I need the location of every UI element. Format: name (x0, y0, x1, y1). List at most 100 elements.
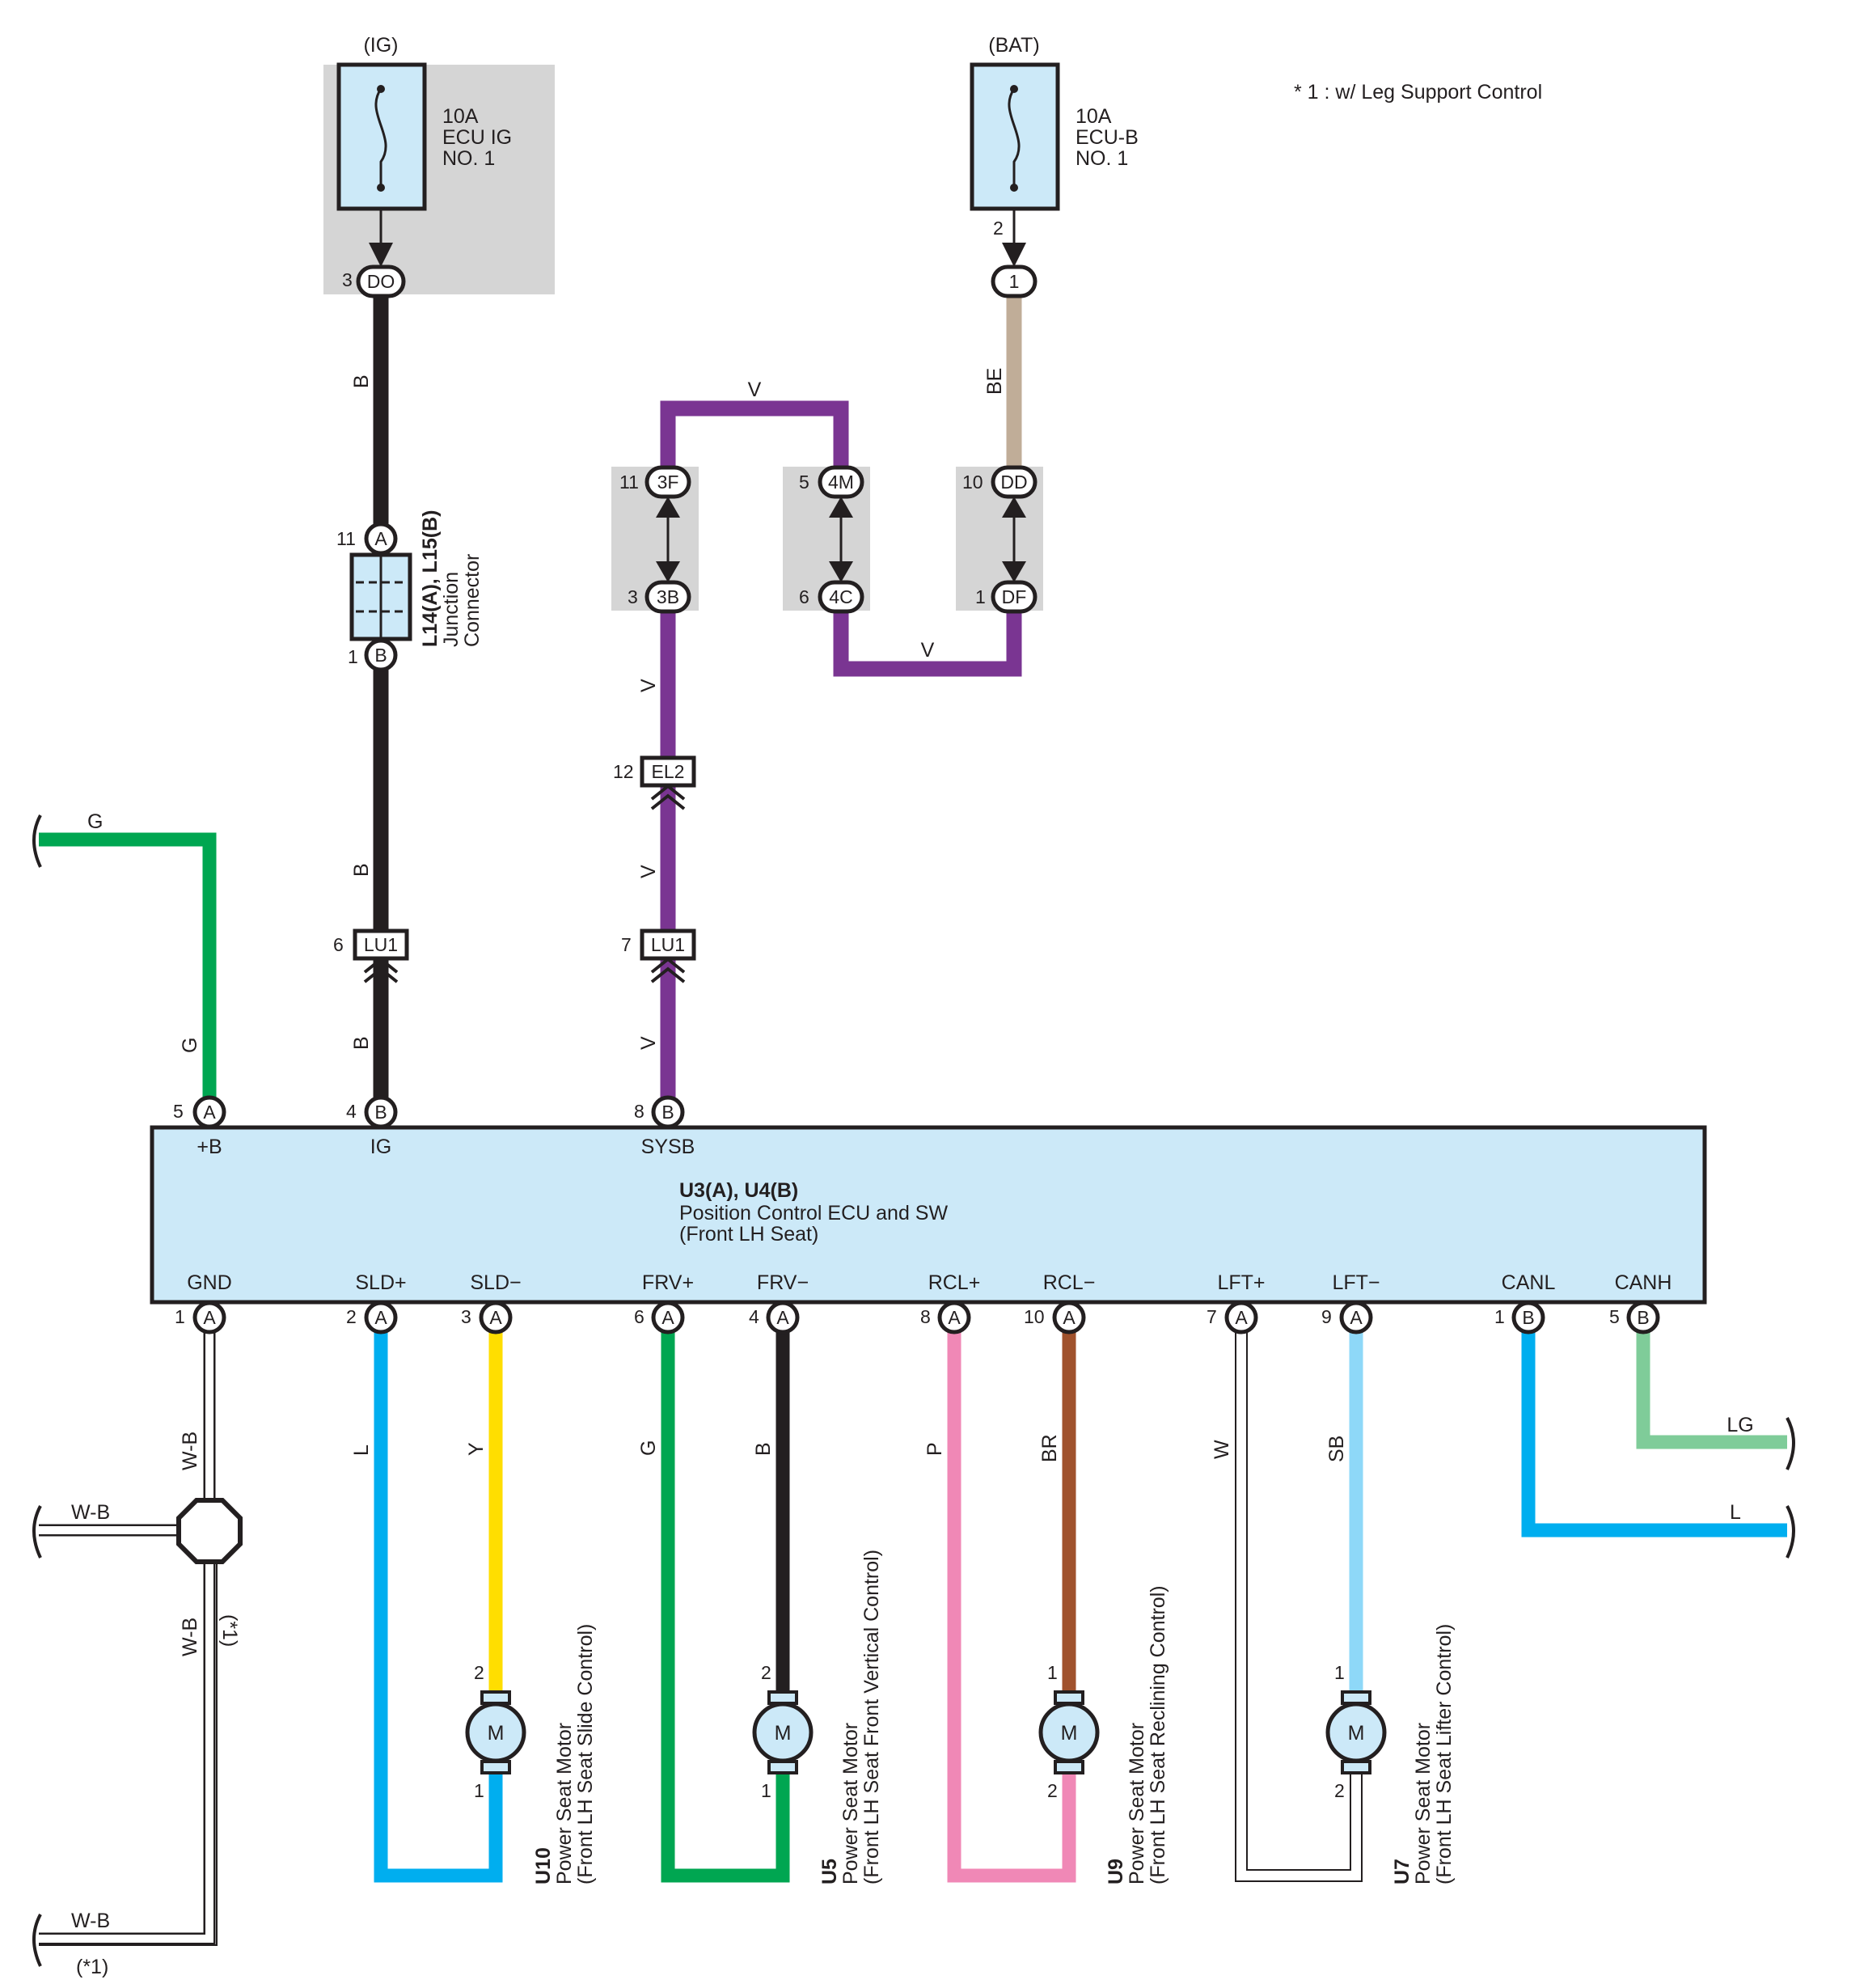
wire-label-sysb-2: V (637, 865, 660, 878)
break-l (1786, 1505, 1795, 1559)
fuse-ig-power: (IG) (363, 34, 398, 57)
wire-labels: B B B BE V V V V V G G L Y G B P BR W SB… (71, 368, 1754, 1978)
fuse-bat-rating: 10A (1076, 105, 1112, 128)
motor-name-2: (Front LH Seat Lifter Control) (1433, 1624, 1456, 1884)
pair-top-pin: 5 (799, 472, 809, 493)
inline-label: LU1 (651, 934, 685, 955)
pair-arrow-up (656, 497, 680, 518)
wire-label-ig-mid: B (350, 863, 373, 877)
wire-label-sld-p: L (350, 1444, 373, 1456)
wire-v-top-loop (660, 400, 849, 478)
motor-cap-top (480, 1690, 511, 1705)
motor-code: U7 (1391, 1859, 1414, 1884)
wire-sld (374, 1318, 503, 1883)
pin-name: FRV+ (642, 1271, 694, 1294)
pin-name: IG (370, 1136, 391, 1158)
wire-label-ig-top: B (350, 374, 373, 388)
pin-terminal (364, 1301, 398, 1334)
pair-top-label: DD (1000, 472, 1027, 493)
motor-code: U9 (1105, 1859, 1127, 1884)
ecu-bottom-pin-frv-plus: FRV+ 6 A (634, 1271, 694, 1334)
pin-number: 4 (749, 1306, 759, 1327)
motor-name-2: (Front LH Seat Front Vertical Control) (860, 1550, 883, 1884)
pin-name: RCL− (1043, 1271, 1096, 1294)
fuse-bat-pin: 2 (993, 218, 1004, 239)
motor-pin-top: 1 (1334, 1662, 1345, 1683)
pin-terminal (364, 1095, 398, 1129)
motor-cap-top (1054, 1690, 1084, 1705)
pin-name: GND (187, 1271, 232, 1294)
pin-number: 8 (634, 1101, 645, 1122)
ecu-u3-u4: U3(A), U4(B) Position Control ECU and SW… (150, 1095, 1707, 1334)
ecu-bottom-pin-lft-minus: LFT− 9 A (1321, 1271, 1380, 1334)
inline-pin: 7 (621, 934, 632, 955)
inline-label: LU1 (364, 934, 398, 955)
pair-bot-pin: 6 (799, 586, 809, 607)
pin-number: 8 (920, 1306, 931, 1327)
motor-symbol: M (1061, 1722, 1078, 1745)
legend-note: * 1 : w/ Leg Support Control (1294, 81, 1542, 104)
pair-bot-connector (991, 580, 1038, 614)
fuse-ig-num: NO. 1 (442, 147, 495, 170)
pair-top-pin: 11 (619, 472, 639, 493)
pin-terminal (1626, 1301, 1660, 1334)
break-wb-mid (32, 1505, 42, 1559)
pair-arrow-up (829, 497, 853, 518)
motor-u10: 2 M 1 U10 Power Seat Motor (Front LH Sea… (465, 1624, 597, 1884)
ecu-top-pin-plus-b: 5 A +B (173, 1095, 226, 1158)
wire-label-lft-p: W (1211, 1440, 1233, 1459)
inline-label: EL2 (652, 761, 685, 782)
motor-symbol: M (775, 1722, 792, 1745)
pin-terminal (479, 1301, 513, 1334)
pin-name: FRV− (757, 1271, 809, 1294)
wire-label-canl: L (1730, 1501, 1741, 1524)
fuse-bat-connector (991, 264, 1038, 298)
junction-top-pin: 11 (336, 528, 356, 549)
wire-label-sysb-3: V (637, 1036, 660, 1050)
pair-bot-label: DF (1002, 586, 1027, 607)
wire-label-frv-m: B (752, 1442, 775, 1456)
pair-arrow-up (1002, 497, 1026, 518)
pin-name: LFT− (1332, 1271, 1380, 1294)
pin-conn: A (1063, 1307, 1076, 1328)
wire-label-gnd-2: W-B (71, 1501, 110, 1524)
pin-number: 7 (1207, 1306, 1217, 1327)
ecu-top-pin-sysb: 8 B SYSB (634, 1095, 695, 1158)
pin-conn: B (661, 1102, 674, 1123)
motor-pin-bot: 1 (474, 1780, 484, 1801)
motor-symbol: M (1348, 1722, 1365, 1745)
pin-name: LFT+ (1217, 1271, 1265, 1294)
wire-opt-thin (39, 1533, 218, 1946)
fuse-ig-connector-label: DO (367, 271, 395, 292)
wire-label-opt-1: (*1) (218, 1614, 241, 1647)
pair-arrow-down (1002, 561, 1026, 582)
fuse-bat-name: ECU-B (1076, 126, 1139, 149)
inline-chevron-1 (363, 957, 399, 974)
motor-pin-bot: 1 (761, 1780, 771, 1801)
wire-label-lft-m: SB (1325, 1436, 1348, 1462)
pin-conn: A (374, 1307, 387, 1328)
motor-name-1: Power Seat Motor (839, 1723, 862, 1884)
ecu-body (150, 1125, 1707, 1305)
motor-code: U10 (532, 1847, 555, 1884)
motor-code: U5 (818, 1859, 841, 1884)
wire-label-gnd-3: W-B (179, 1618, 201, 1656)
fuse-ig-rating: 10A (442, 105, 479, 128)
inline-chevron-1 (650, 784, 686, 801)
pin-name: CANH (1615, 1271, 1672, 1294)
pin-number: 1 (175, 1306, 185, 1327)
pin-number: 1 (1494, 1306, 1505, 1327)
pair-bot-label: 3B (657, 586, 679, 607)
break-lg (1786, 1417, 1795, 1470)
inline-connector-lu1-ig: 6 LU1 (333, 928, 409, 983)
pair-top-label: 3F (657, 472, 679, 493)
motor-cap-top (1341, 1690, 1371, 1705)
junction-bot-conn: B (374, 645, 387, 666)
pair-bot-pin: 3 (628, 586, 638, 607)
fuse-bat-power: (BAT) (988, 34, 1039, 57)
pin-conn: A (489, 1307, 502, 1328)
pin-conn: B (374, 1102, 387, 1123)
motor-pin-top: 1 (1047, 1662, 1058, 1683)
ecu-bottom-pin-gnd: GND 1 A (175, 1271, 232, 1334)
pin-conn: A (776, 1307, 789, 1328)
